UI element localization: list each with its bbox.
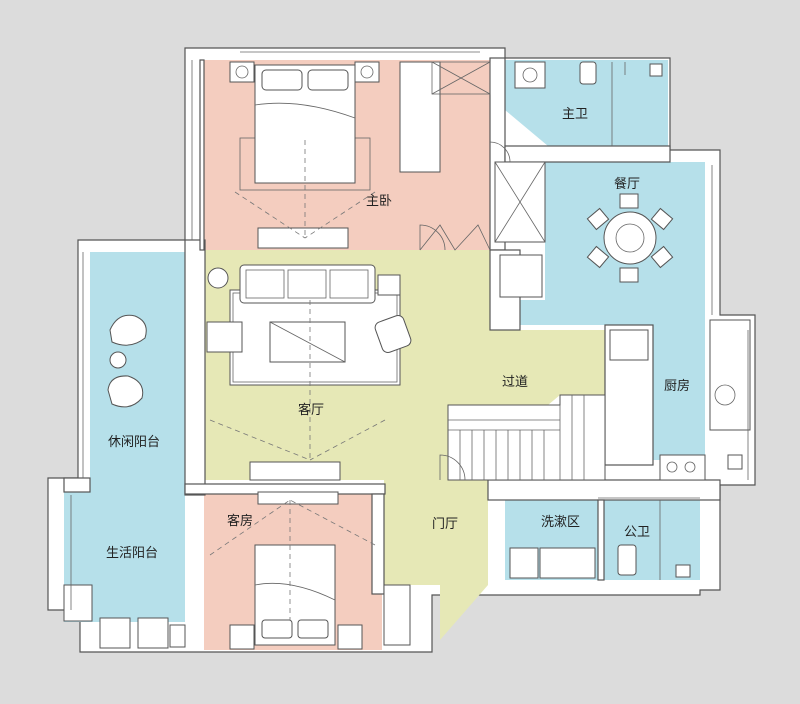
guest-wardrobe xyxy=(257,491,339,505)
balcony-furniture xyxy=(63,314,186,649)
dining-furniture xyxy=(494,161,674,298)
sofa xyxy=(239,264,376,304)
master-bedroom-furniture xyxy=(229,61,491,251)
kitchen-fixtures xyxy=(609,319,751,481)
master-bath-floor xyxy=(505,60,668,146)
side-table xyxy=(109,351,127,369)
windows xyxy=(70,51,749,610)
nightstand-right xyxy=(354,61,380,83)
label-master-bedroom: 主卧 xyxy=(366,194,392,209)
room-labels: 主卧 主卫 餐厅 过道 厨房 客厅 休闲阳台 生活阳台 客房 门厅 洗漱区 公卫 xyxy=(106,107,690,561)
armchair xyxy=(374,315,412,353)
label-master-bath: 主卫 xyxy=(562,107,588,122)
master-bath-fixtures xyxy=(514,61,663,146)
tv-cabinet xyxy=(257,227,349,249)
label-leisure-balcony: 休闲阳台 xyxy=(108,435,160,450)
nightstand-left xyxy=(229,61,255,83)
round-dining-table xyxy=(603,211,657,265)
label-guest-room: 客房 xyxy=(227,513,253,529)
dining-kitchen-floor xyxy=(518,162,705,460)
lounge-chair-bottom xyxy=(107,375,144,408)
label-public-bath: 公卫 xyxy=(624,525,650,540)
label-living: 客厅 xyxy=(298,402,324,418)
interior-walls xyxy=(63,57,721,595)
staircase xyxy=(447,394,606,481)
label-wash-area: 洗漱区 xyxy=(541,515,580,530)
label-foyer: 门厅 xyxy=(432,517,458,532)
wardrobe xyxy=(399,61,441,173)
wash-bath-fixtures xyxy=(509,497,700,580)
label-corridor: 过道 xyxy=(502,375,528,390)
doors xyxy=(419,141,511,481)
tv-unit xyxy=(249,461,341,481)
living-furniture xyxy=(206,264,412,481)
label-dining: 餐厅 xyxy=(614,176,640,192)
label-kitchen: 厨房 xyxy=(664,378,690,394)
guest-room-furniture xyxy=(209,491,411,650)
balcony-floor xyxy=(64,252,185,622)
lounge-chair-top xyxy=(109,314,147,346)
label-service-balcony: 生活阳台 xyxy=(106,546,158,561)
